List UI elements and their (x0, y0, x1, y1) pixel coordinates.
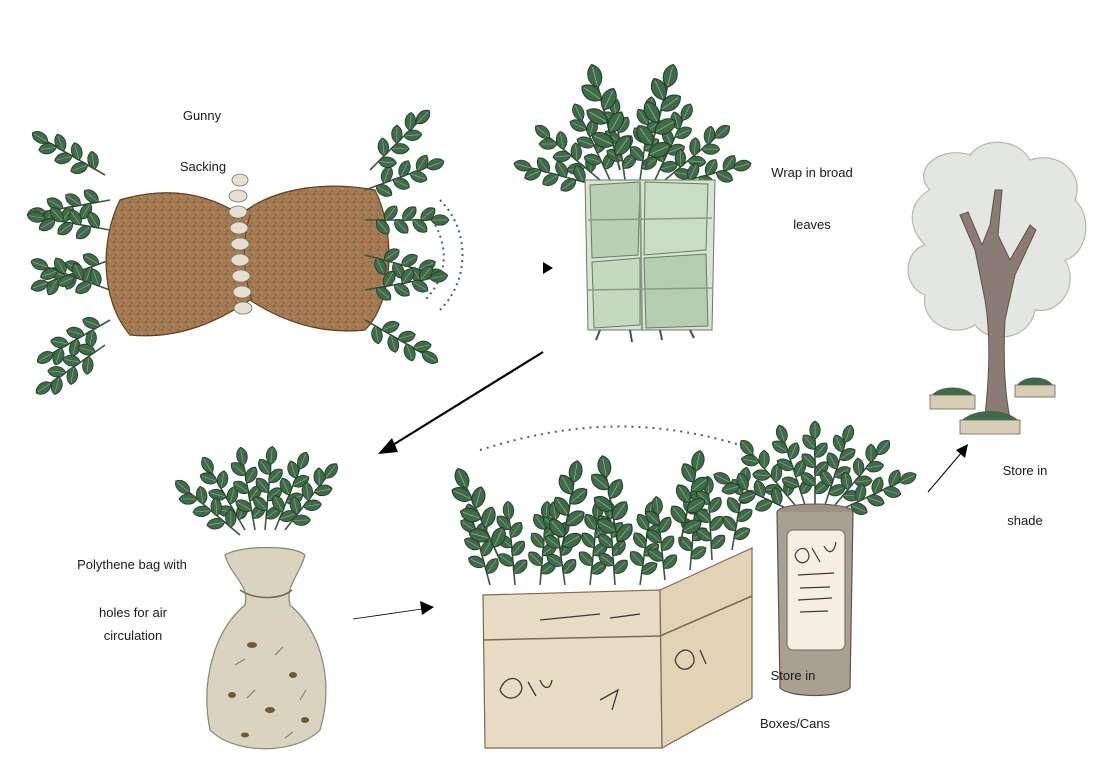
can-label (787, 530, 845, 650)
bag-label-line2: holes for air (78, 605, 188, 621)
bag-label-line1: Polythene bag with (52, 557, 212, 573)
arrow-bag-to-box (353, 601, 434, 619)
polythene-bag (165, 444, 351, 748)
wrap-label-line1: Wrap in broad (752, 165, 872, 181)
gunny-sacking-bundle (24, 98, 463, 407)
bag-top-leaves (165, 444, 351, 548)
shade-tree (908, 142, 1086, 434)
broad-leaf-wrapped-bundle (509, 59, 755, 342)
boxes-label-line1: Store in (758, 668, 828, 684)
bag-label-line3: circulation (83, 628, 183, 644)
gunny-left-leaves (24, 118, 119, 407)
shade-label-line2: shade (995, 513, 1055, 529)
arrow-can-to-tree (928, 444, 968, 492)
gunny-label-line2: Sacking (168, 159, 238, 175)
gunny-label-line1: Gunny (172, 108, 232, 124)
arrow-gunny-to-wrap (543, 262, 553, 274)
arrow-wrap-to-bag (378, 352, 543, 454)
boxes-label-line2: Boxes/Cans (745, 716, 845, 732)
broad-leaf-wrap (585, 180, 715, 330)
box-side (660, 548, 752, 748)
shade-label-line1: Store in (990, 463, 1060, 479)
box-front (483, 590, 662, 748)
wrap-label-line2: leaves (782, 217, 842, 233)
